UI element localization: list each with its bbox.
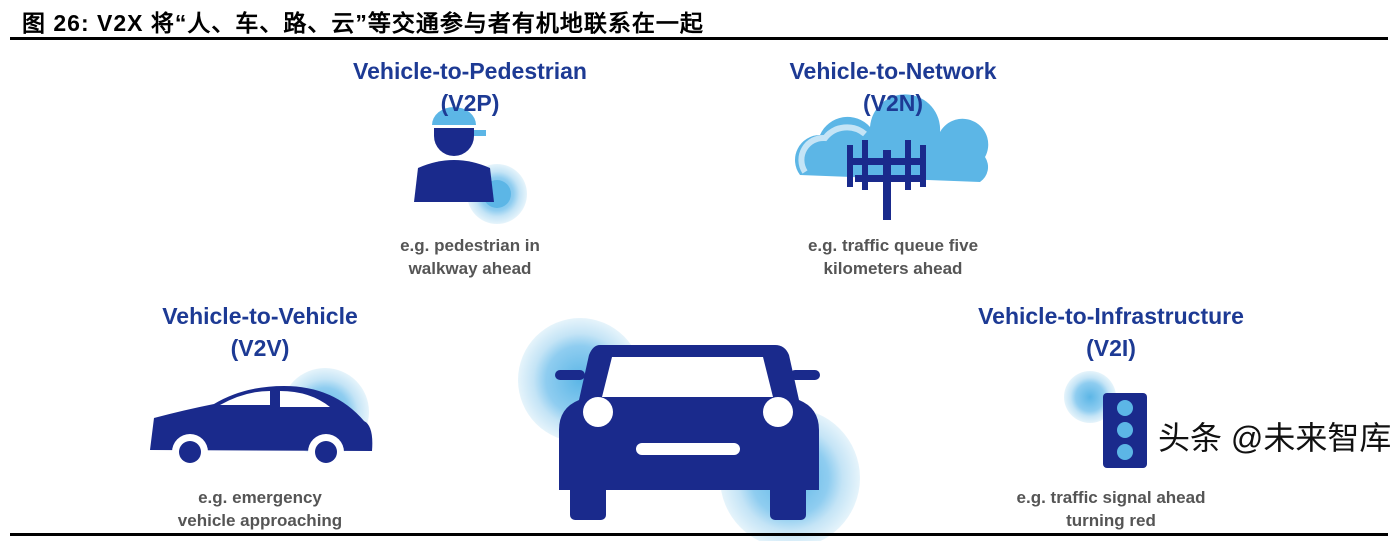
v2v-caption-line2: vehicle approaching: [177, 511, 343, 530]
v2v-caption: e.g. emergency vehicle approaching: [178, 486, 342, 532]
car-side-icon: [150, 368, 373, 470]
v2p-heading: Vehicle-to-Pedestrian (V2P): [353, 55, 587, 119]
v2v-heading: Vehicle-to-Vehicle (V2V): [162, 300, 358, 364]
v2n-caption-line2: kilometers ahead: [823, 259, 963, 278]
v2n-caption-line1: e.g. traffic queue five: [807, 236, 979, 255]
watermark: 头条 @未来智库: [1158, 420, 1392, 456]
v2n-abbr: (V2N): [862, 90, 924, 116]
top-rule: [10, 37, 1388, 40]
traffic-light-icon: [1064, 371, 1147, 468]
v2i-title: Vehicle-to-Infrastructure: [978, 303, 1244, 329]
v2p-title: Vehicle-to-Pedestrian: [353, 58, 587, 84]
v2n-caption: e.g. traffic queue five kilometers ahead: [808, 234, 978, 280]
v2p-caption-line1: e.g. pedestrian in: [400, 236, 540, 255]
v2i-abbr: (V2I): [1086, 335, 1136, 361]
v2v-title: Vehicle-to-Vehicle: [162, 303, 358, 329]
v2i-heading: Vehicle-to-Infrastructure (V2I): [978, 300, 1244, 364]
v2i-caption-line1: e.g. traffic signal ahead: [1016, 488, 1206, 507]
v2p-caption-line2: walkway ahead: [408, 259, 532, 278]
v2i-caption: e.g. traffic signal ahead turning red: [1017, 486, 1206, 532]
v2n-title: Vehicle-to-Network: [789, 58, 997, 84]
v2p-caption: e.g. pedestrian in walkway ahead: [400, 234, 540, 280]
v2n-heading: Vehicle-to-Network (V2N): [789, 55, 996, 119]
v2p-abbr: (V2P): [440, 90, 500, 116]
v2v-caption-line1: e.g. emergency: [198, 488, 322, 507]
v2i-caption-line2: turning red: [1066, 511, 1156, 530]
pedestrian-icon: [414, 107, 527, 224]
car-front-icon: [518, 318, 860, 541]
v2v-abbr: (V2V): [230, 335, 290, 361]
figure-title: 图 26: V2X 将“人、车、路、云”等交通参与者有机地联系在一起: [22, 10, 704, 36]
bottom-rule: [10, 533, 1388, 536]
cell-tower-cloud-icon: [795, 94, 989, 220]
